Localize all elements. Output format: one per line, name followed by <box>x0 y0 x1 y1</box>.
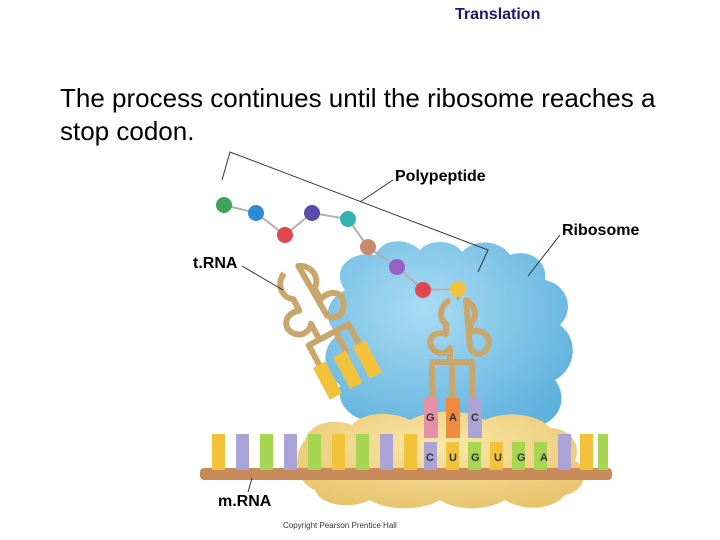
mrna-leader-line <box>247 477 253 493</box>
codon-base-2: U <box>449 452 457 464</box>
mrna-nucleotides <box>212 434 608 470</box>
amino-acid-6 <box>360 239 376 255</box>
amino-acid-8 <box>415 282 431 298</box>
amino-acid-5 <box>340 211 356 227</box>
mrna-strand <box>200 468 612 480</box>
label-polypeptide: Polypeptide <box>395 168 486 185</box>
ribosome-leader-line <box>527 234 561 277</box>
body-text: The process continues until the ribosome… <box>60 83 656 146</box>
amino-acid-9 <box>450 281 466 297</box>
trna-leader-line <box>241 265 284 291</box>
trna-leaving <box>277 262 382 400</box>
copyright-text: Copyright Pearson Prentice Hall <box>283 521 397 530</box>
codon-base-6: A <box>540 452 548 464</box>
amino-acid-7 <box>389 259 405 275</box>
codon-base-1: C <box>426 452 434 464</box>
anticodon-base-3: C <box>471 412 479 424</box>
label-trna: t.RNA <box>193 255 238 272</box>
anticodon-c <box>468 398 482 438</box>
anticodon-base-2: A <box>449 412 457 424</box>
label-mrna: m.RNA <box>218 493 272 510</box>
trna-bound <box>426 297 492 398</box>
polypeptide-bracket <box>221 151 489 273</box>
anticodon-a <box>446 398 460 438</box>
ribosome-large-subunit <box>325 241 573 436</box>
codon-base-4: U <box>494 452 502 464</box>
anticodon-base-1: G <box>426 412 435 424</box>
codon-base-5: G <box>517 452 526 464</box>
anticodon-g <box>424 398 438 438</box>
label-ribosome: Ribosome <box>562 222 640 239</box>
codon-base-3: G <box>471 452 480 464</box>
page-title: Translation <box>455 6 541 23</box>
amino-acid-4 <box>304 205 320 221</box>
amino-acid-1 <box>216 197 232 213</box>
amino-acid-2 <box>248 205 264 221</box>
amino-acid-3 <box>277 227 293 243</box>
polypeptide-leader-line <box>359 179 394 203</box>
